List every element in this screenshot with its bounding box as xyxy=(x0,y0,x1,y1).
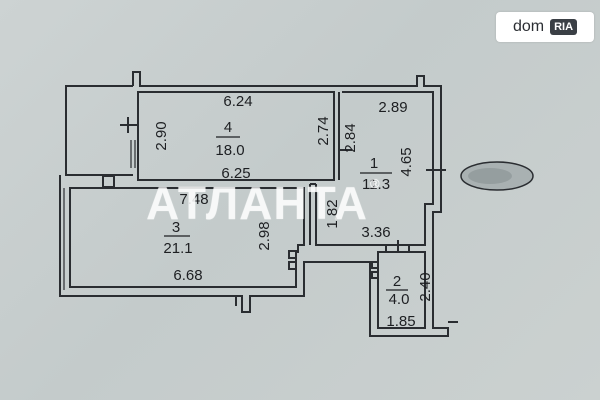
room-3-outline xyxy=(69,187,305,288)
balcony-outline xyxy=(65,85,133,176)
column-stub-3 xyxy=(288,261,297,270)
dim-r1-left: 2.84 xyxy=(342,123,359,152)
ria-logo-icon: RIA xyxy=(550,19,578,35)
dim-corridor-side: 1.82 xyxy=(324,199,341,228)
room-3-number: 3 xyxy=(172,219,180,236)
dim-r1-top: 2.89 xyxy=(378,99,407,116)
dim-r4-top: 6.24 xyxy=(223,93,252,110)
dim-r3-right: 2.98 xyxy=(256,221,273,250)
outer-wall xyxy=(59,71,449,337)
dim-r4-left: 2.90 xyxy=(153,121,170,150)
redacted-blur xyxy=(468,168,512,184)
dim-r3-bottom: 6.68 xyxy=(173,267,202,284)
room-4-outline xyxy=(137,91,335,181)
column-stub xyxy=(102,175,115,188)
column-stub-2 xyxy=(288,250,297,259)
room-3-area: 21.1 xyxy=(163,240,192,257)
room-2-number: 2 xyxy=(393,273,401,290)
dim-r4-right: 2.74 xyxy=(315,116,332,145)
room-2-outline xyxy=(377,251,426,329)
room-1-area: 11.3 xyxy=(362,176,390,193)
column-stub-5 xyxy=(371,271,379,279)
dim-r1-right: 4.65 xyxy=(398,147,415,176)
dim-r3-top: 7.48 xyxy=(179,191,208,208)
room-4-area: 18.0 xyxy=(215,142,244,159)
room-4-number: 4 xyxy=(224,119,232,136)
column-stub-4 xyxy=(371,261,379,269)
room-1-number: 1 xyxy=(370,155,378,172)
dim-r2-bottom: 1.85 xyxy=(386,313,415,330)
room-1-outline xyxy=(315,91,434,246)
domria-badge[interactable]: dom RIA xyxy=(496,12,594,42)
dim-r4-bottom: 6.25 xyxy=(221,165,250,182)
dim-corridor-bottom: 3.36 xyxy=(361,224,390,241)
badge-text: dom xyxy=(512,18,545,35)
dim-r2-right: 2.40 xyxy=(417,272,434,301)
room-2-area: 4.0 xyxy=(389,291,410,308)
